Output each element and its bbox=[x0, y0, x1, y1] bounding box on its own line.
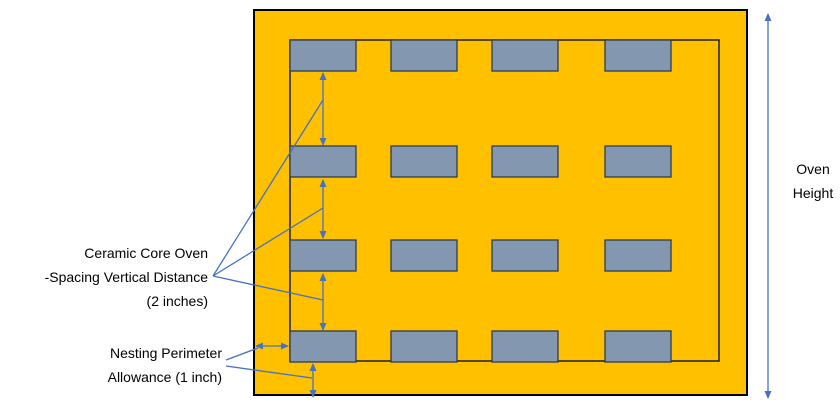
ceramic-core-grid bbox=[289, 39, 672, 363]
ceramic-core-r2-c3 bbox=[491, 145, 559, 178]
nesting-leader-2 bbox=[225, 365, 313, 379]
ceramic-core-r3-c4 bbox=[604, 239, 672, 272]
ceramic-core-r3-c3 bbox=[491, 239, 559, 272]
ceramic-core-r1-c2 bbox=[390, 39, 458, 72]
core-spacing-label-line3: (2 inches) bbox=[146, 293, 208, 309]
core-spacing-label-line2: -Spacing Vertical Distance bbox=[44, 269, 208, 285]
ceramic-core-r3-c2 bbox=[390, 239, 458, 272]
ceramic-core-r2-c1 bbox=[289, 145, 357, 178]
ceramic-core-r4-c4 bbox=[604, 330, 672, 363]
nesting-label-line1: Nesting Perimeter bbox=[109, 345, 222, 361]
dimension-arrows bbox=[212, 13, 772, 399]
ceramic-core-r4-c3 bbox=[491, 330, 559, 363]
ceramic-core-r4-c2 bbox=[390, 330, 458, 363]
ceramic-core-r1-c4 bbox=[604, 39, 672, 72]
ceramic-core-r2-c4 bbox=[604, 145, 672, 178]
oven-height-label: Oven Height bbox=[786, 157, 840, 205]
ceramic-core-r2-c2 bbox=[390, 145, 458, 178]
ceramic-core-r1-c1 bbox=[289, 39, 357, 72]
core-spacing-label: Ceramic Core Oven -Spacing Vertical Dist… bbox=[45, 241, 208, 313]
oven-height-label-line1: Oven bbox=[796, 161, 830, 177]
nesting-leader-1 bbox=[225, 347, 259, 361]
leader-line-1 bbox=[212, 99, 324, 277]
leader-line-2 bbox=[212, 207, 324, 277]
core-spacing-label-line1: Ceramic Core Oven bbox=[84, 245, 208, 261]
ceramic-core-r3-c1 bbox=[289, 239, 357, 272]
nesting-allowance-label: Nesting Perimeter Allowance (1 inch) bbox=[108, 341, 222, 389]
leader-line-3 bbox=[212, 275, 324, 301]
nesting-label-line2: Allowance (1 inch) bbox=[107, 369, 222, 385]
ceramic-core-r1-c3 bbox=[491, 39, 559, 72]
oven-height-label-line2: Height bbox=[792, 185, 834, 201]
ceramic-core-r4-c1 bbox=[289, 330, 357, 363]
